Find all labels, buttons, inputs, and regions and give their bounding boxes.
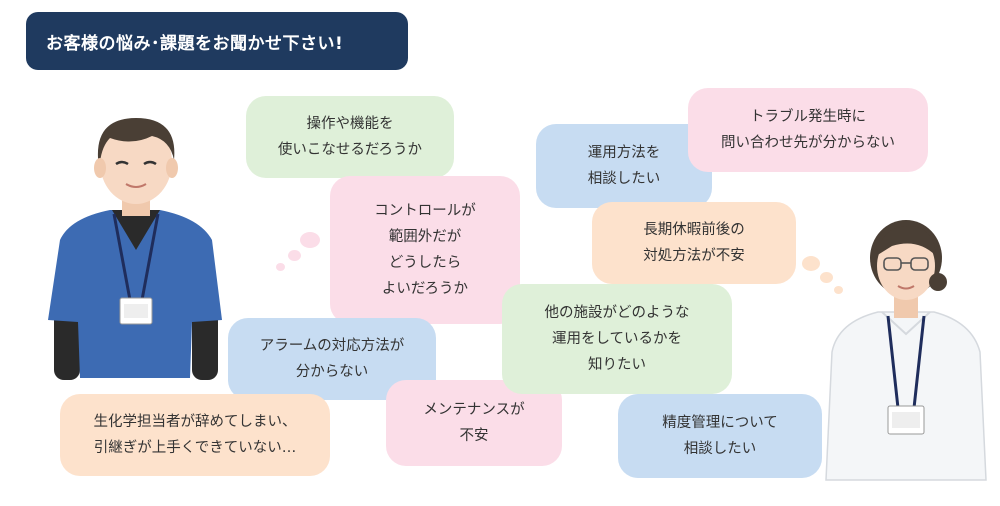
bubble-usage-text: 運用方法を 相談したい xyxy=(587,145,661,187)
thought-dot xyxy=(802,256,820,271)
bubble-staff-text: 生化学担当者が辞めてしまい、 引継ぎが上手くできていない… xyxy=(93,414,297,456)
page-title: お客様の悩み･課題をお聞かせ下さい! xyxy=(26,12,408,70)
bubble-holiday-text: 長期休暇前後の 対処方法が不安 xyxy=(643,222,745,264)
bubble-trouble-text: トラブル発生時に 問い合わせ先が分からない xyxy=(721,109,895,151)
bubble-controller-text: コントロールが 範囲外だが どうしたら よいだろうか xyxy=(374,203,476,297)
bubble-trouble: トラブル発生時に 問い合わせ先が分からない xyxy=(688,88,928,172)
bubble-holiday: 長期休暇前後の 対処方法が不安 xyxy=(592,202,796,284)
bubble-alarm-text: アラームの対応方法が 分からない xyxy=(259,338,405,380)
bubble-facilities-text: 他の施設がどのような 運用をしているかを 知りたい xyxy=(544,305,690,373)
bubble-accuracy: 精度管理について 相談したい xyxy=(618,394,822,478)
page-title-text: お客様の悩み･課題をお聞かせ下さい! xyxy=(46,33,344,54)
bubble-operation: 操作や機能を 使いこなせるだろうか xyxy=(246,96,454,178)
bubble-accuracy-text: 精度管理について 相談したい xyxy=(662,415,778,457)
bubble-staff: 生化学担当者が辞めてしまい、 引継ぎが上手くできていない… xyxy=(60,394,330,476)
thought-dot xyxy=(820,272,833,283)
thought-dot xyxy=(300,232,320,248)
bubble-operation-text: 操作や機能を 使いこなせるだろうか xyxy=(277,116,423,158)
thought-dot xyxy=(288,250,301,261)
bubble-maintenance: メンテナンスが 不安 xyxy=(386,380,562,466)
female-staff-icon xyxy=(822,212,990,482)
bubble-facilities: 他の施設がどのような 運用をしているかを 知りたい xyxy=(502,284,732,394)
male-staff-icon xyxy=(40,110,230,390)
thought-dot xyxy=(276,263,285,271)
bubble-usage: 運用方法を 相談したい xyxy=(536,124,712,208)
thought-dot xyxy=(834,286,843,294)
bubble-controller: コントロールが 範囲外だが どうしたら よいだろうか xyxy=(330,176,520,324)
bubble-maintenance-text: メンテナンスが 不安 xyxy=(423,402,525,444)
